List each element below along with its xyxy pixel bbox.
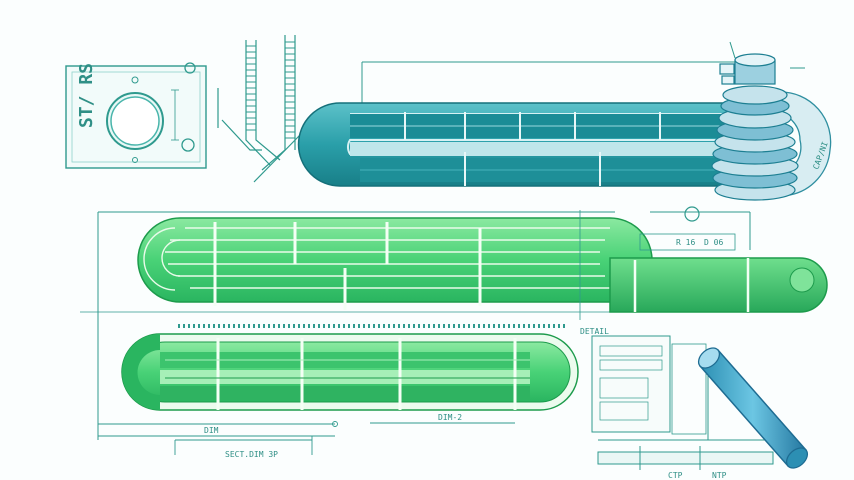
mid-callout-label-2: D 06 — [704, 238, 723, 247]
bottom-dimensions — [98, 421, 515, 455]
lower-hairpin-exchanger — [121, 324, 579, 411]
bottom-dim-1-label: DIM — [204, 426, 219, 435]
detail-panel-title: DETAIL — [580, 327, 609, 336]
bottom-dim-2-label: DIM-2 — [438, 413, 462, 422]
bottom-caption-label: SECT.DIM 3P — [225, 450, 278, 459]
detail-foot-2: NTP — [712, 471, 727, 480]
flange-plate-icon — [65, 62, 207, 169]
detail-panel — [591, 335, 775, 470]
top-hairpin-exchanger — [297, 56, 746, 187]
middle-hairpin-exchanger: R 16 D 06 — [80, 206, 828, 440]
plate-code-label: ST/ RS — [76, 63, 97, 128]
mid-callout-label: R 16 — [676, 238, 695, 247]
detail-foot-1: CTP — [668, 471, 683, 480]
coil-spring-icon — [217, 35, 301, 183]
spiral-fitting-icon: CAP/NI — [711, 41, 832, 201]
tube-cylinder-icon — [697, 347, 809, 469]
